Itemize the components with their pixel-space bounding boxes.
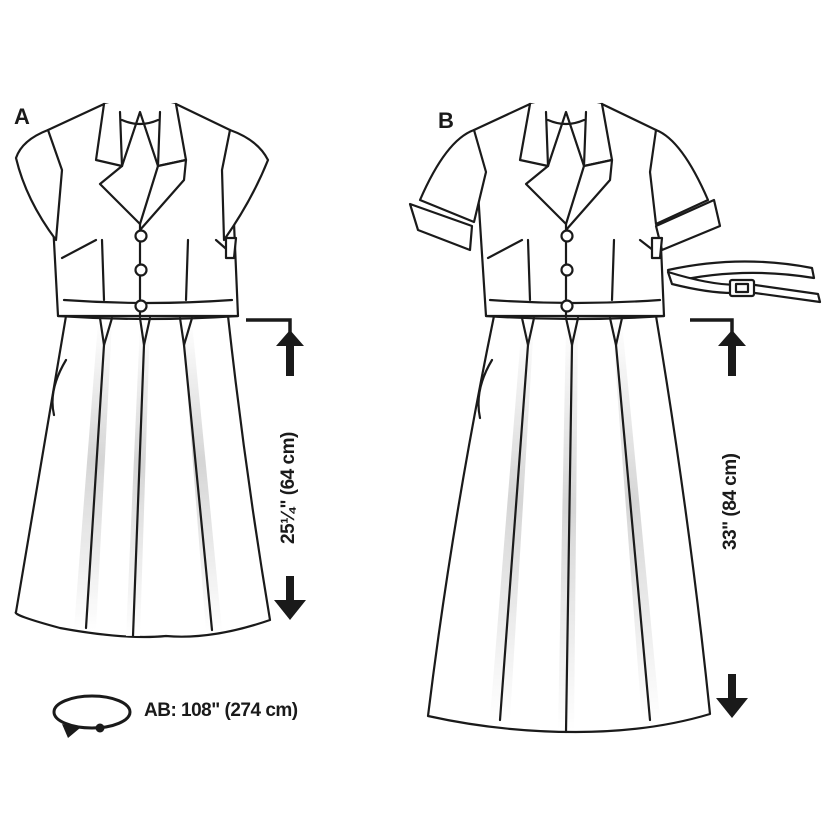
front-length-arrow-icon xyxy=(690,318,748,718)
waistband-b xyxy=(484,298,666,321)
front-length-arrow-icon xyxy=(246,318,306,620)
button xyxy=(134,263,148,277)
dress-view-b xyxy=(408,102,722,734)
belt-loop-b xyxy=(650,236,664,260)
length-label-a: 25¼" (64 cm) xyxy=(278,432,299,544)
cuff-left-b xyxy=(408,202,474,252)
belt-icon xyxy=(666,260,822,304)
bodice-b xyxy=(472,102,666,318)
button xyxy=(560,299,574,313)
pocket-a xyxy=(51,358,68,417)
buttons-a xyxy=(134,229,148,313)
darts-a xyxy=(60,238,234,302)
button xyxy=(134,299,148,313)
button xyxy=(134,229,148,243)
sleeve-right-b xyxy=(648,128,710,226)
buttons-b xyxy=(560,229,574,313)
neck-inner-b xyxy=(544,110,588,168)
button xyxy=(560,263,574,277)
view-letter-a: A xyxy=(14,104,30,129)
view-letter-b: B xyxy=(438,108,454,133)
length-label-b: 33" (84 cm) xyxy=(720,453,741,550)
cuff-right-b xyxy=(654,198,722,252)
darts-b xyxy=(486,238,660,302)
hem-circumference-icon xyxy=(52,694,132,738)
waistband-a xyxy=(56,298,240,321)
sleeve-left-a xyxy=(14,128,64,242)
hem-width-label: AB: 108" (274 cm) xyxy=(144,700,298,721)
dress-view-a xyxy=(14,102,272,639)
belt-loop-a xyxy=(224,236,238,260)
sleeve-right-a xyxy=(220,128,270,242)
pleat-lines-a xyxy=(84,316,214,638)
pleat-lines-b xyxy=(498,316,652,734)
pocket-b xyxy=(477,358,494,420)
button xyxy=(560,229,574,243)
bodice-a xyxy=(46,102,240,318)
sleeve-left-b xyxy=(418,128,488,224)
neck-inner-a xyxy=(118,110,162,168)
